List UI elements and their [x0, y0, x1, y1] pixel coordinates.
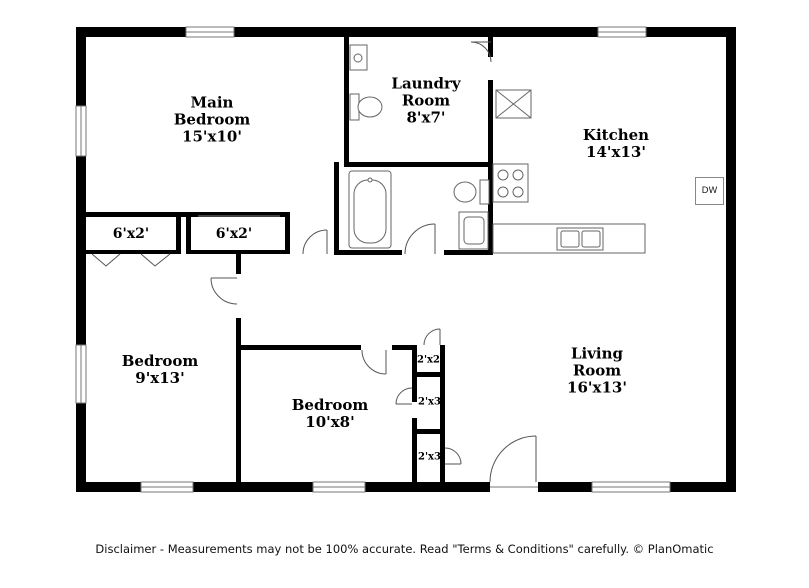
closet-small-2-label: 2'x3' — [418, 397, 444, 408]
doors — [91, 41, 492, 465]
closet-left-dims: 6'x2' — [112, 226, 150, 242]
entry-door — [489, 435, 538, 492]
bedroom-left-name: Bedroom — [121, 352, 199, 370]
living-room-label: Living Room 16'x13' — [567, 344, 627, 397]
laundry-name-line1: Laundry — [391, 74, 461, 93]
closet-right-dims: 6'x2' — [215, 226, 253, 242]
closet-left-label: 6'x2' — [113, 226, 149, 242]
laundry-room-label: Laundry Room 8'x7' — [391, 74, 461, 127]
main-bedroom-name-line2: Bedroom — [173, 110, 251, 129]
bedroom-left-label: Bedroom 9'x13' — [122, 353, 199, 387]
closet-small-1-dims: 2'x2' — [416, 354, 444, 366]
kitchen-dims: 14'x13' — [586, 143, 646, 161]
bedroom-center-label: Bedroom 10'x8' — [292, 397, 369, 431]
fixtures — [348, 44, 646, 254]
closet-small-3-label: 2'x3' — [418, 452, 444, 463]
closet-right-label: 6'x2' — [216, 226, 252, 242]
closet-small-3-dims: 2'x3' — [417, 451, 445, 463]
interior-walls — [86, 37, 493, 482]
living-dims: 16'x13' — [567, 378, 627, 397]
closet-small-1-label: 2'x2' — [417, 355, 443, 366]
laundry-dims: 8'x7' — [406, 108, 446, 127]
exterior-walls — [76, 27, 736, 492]
bedroom-left-dims: 9'x13' — [135, 369, 185, 387]
bedroom-center-dims: 10'x8' — [305, 413, 355, 431]
living-name-line2: Room — [572, 361, 622, 380]
laundry-name-line2: Room — [401, 91, 451, 110]
kitchen-name: Kitchen — [582, 126, 650, 144]
disclaimer-text: Disclaimer - Measurements may not be 100… — [95, 542, 714, 556]
main-bedroom-name-line1: Main — [190, 93, 234, 112]
living-name-line1: Living — [570, 344, 624, 363]
dishwasher-label: DW — [695, 177, 724, 205]
kitchen-label: Kitchen 14'x13' — [583, 127, 649, 161]
closet-small-2-dims: 2'x3' — [417, 396, 445, 408]
main-bedroom-label: Main Bedroom 15'x10' — [173, 93, 251, 146]
windows — [75, 26, 671, 493]
main-bedroom-dims: 15'x10' — [182, 127, 242, 146]
bedroom-center-name: Bedroom — [291, 396, 369, 414]
